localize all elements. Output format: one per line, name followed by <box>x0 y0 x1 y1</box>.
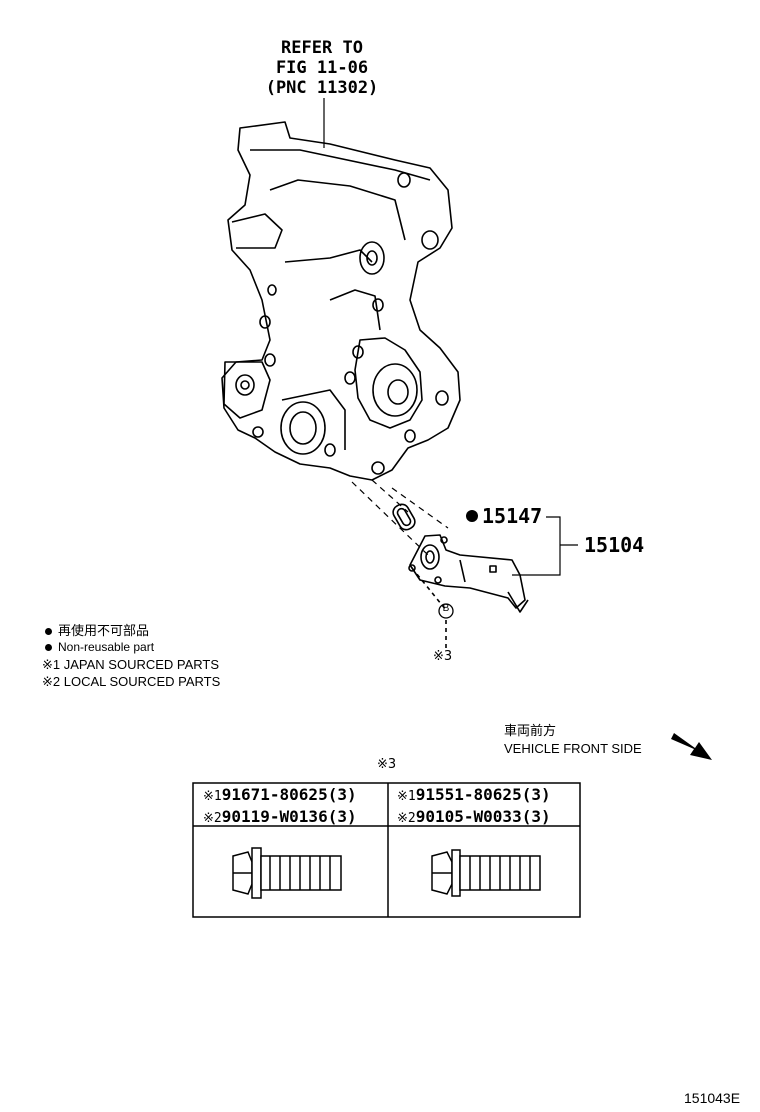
part-number-15147[interactable]: 15147 <box>482 504 543 528</box>
bolt-ref-mark: ※3 <box>433 649 453 664</box>
bolt-part-number[interactable]: 90105-W0033(3) <box>415 807 551 826</box>
vehicle-front-jp: 車両前方 <box>504 723 557 738</box>
bolt-letter-label: B <box>442 603 450 614</box>
bolt-table-col-2-parts: ※191551-80625(3) ※290105-W0033(3) <box>397 785 551 829</box>
bolt-part-number[interactable]: 91551-80625(3) <box>415 785 551 804</box>
refer-line-2: FIG 11-06 <box>275 58 369 78</box>
bolt-col2-row2: ※290105-W0033(3) <box>397 807 551 829</box>
refer-line-3: (PNC 11302) <box>265 78 379 98</box>
legend-jp-nonreusable: 再使用不可部品 <box>58 623 150 638</box>
source-mark: ※2 <box>397 811 416 826</box>
bolt-col2-row1: ※191551-80625(3) <box>397 785 551 807</box>
callout-lines <box>512 516 578 576</box>
part-number-15104[interactable]: 15104 <box>584 533 645 557</box>
nonreusable-dot-icon <box>466 510 478 522</box>
flange-bolt-with-washer-icon <box>232 847 342 899</box>
illustration-number: 151043E <box>684 1090 741 1106</box>
nonreusable-bullet-icon <box>45 643 52 651</box>
vehicle-front-arrow-icon <box>671 733 712 760</box>
bolt-col1-row2: ※290119-W0136(3) <box>203 807 357 829</box>
source-mark: ※1 <box>203 789 222 804</box>
bolt-table-frame <box>192 782 581 918</box>
alignment-dashed-lines <box>351 479 449 556</box>
source-mark: ※1 <box>397 789 416 804</box>
vehicle-front-label: 車両前方 VEHICLE FRONT SIDE <box>504 722 642 758</box>
legend-en-nonreusable: Non-reusable part <box>58 640 155 654</box>
vehicle-front-en: VEHICLE FRONT SIDE <box>504 741 642 756</box>
legend-row-en: Non-reusable part <box>42 639 220 656</box>
timing-cover-illustration <box>221 121 461 481</box>
legend-row-jp: 再使用不可部品 <box>42 622 220 639</box>
bolt-table-header-mark: ※3 <box>377 757 397 772</box>
bolt-table-col-1-parts: ※191671-80625(3) ※290119-W0136(3) <box>203 785 357 829</box>
source-mark: ※2 <box>203 811 222 826</box>
refer-line-1: REFER TO <box>281 38 363 58</box>
flange-bolt-icon <box>431 849 541 897</box>
refer-to-note: REFER TO FIG 11-06 (PNC 11302) <box>262 38 382 98</box>
gasket-illustration <box>392 503 416 531</box>
bolt-col1-row1: ※191671-80625(3) <box>203 785 357 807</box>
bolt-part-number[interactable]: 90119-W0136(3) <box>221 807 357 826</box>
legend-local-sourced: ※2 LOCAL SOURCED PARTS <box>42 674 221 689</box>
legend: 再使用不可部品 Non-reusable part ※1 JAPAN SOURC… <box>42 622 220 690</box>
oil-strainer-illustration <box>408 534 529 648</box>
nonreusable-bullet-icon <box>45 627 52 635</box>
bolt-part-number[interactable]: 91671-80625(3) <box>221 785 357 804</box>
legend-japan-sourced: ※1 JAPAN SOURCED PARTS <box>42 657 220 672</box>
